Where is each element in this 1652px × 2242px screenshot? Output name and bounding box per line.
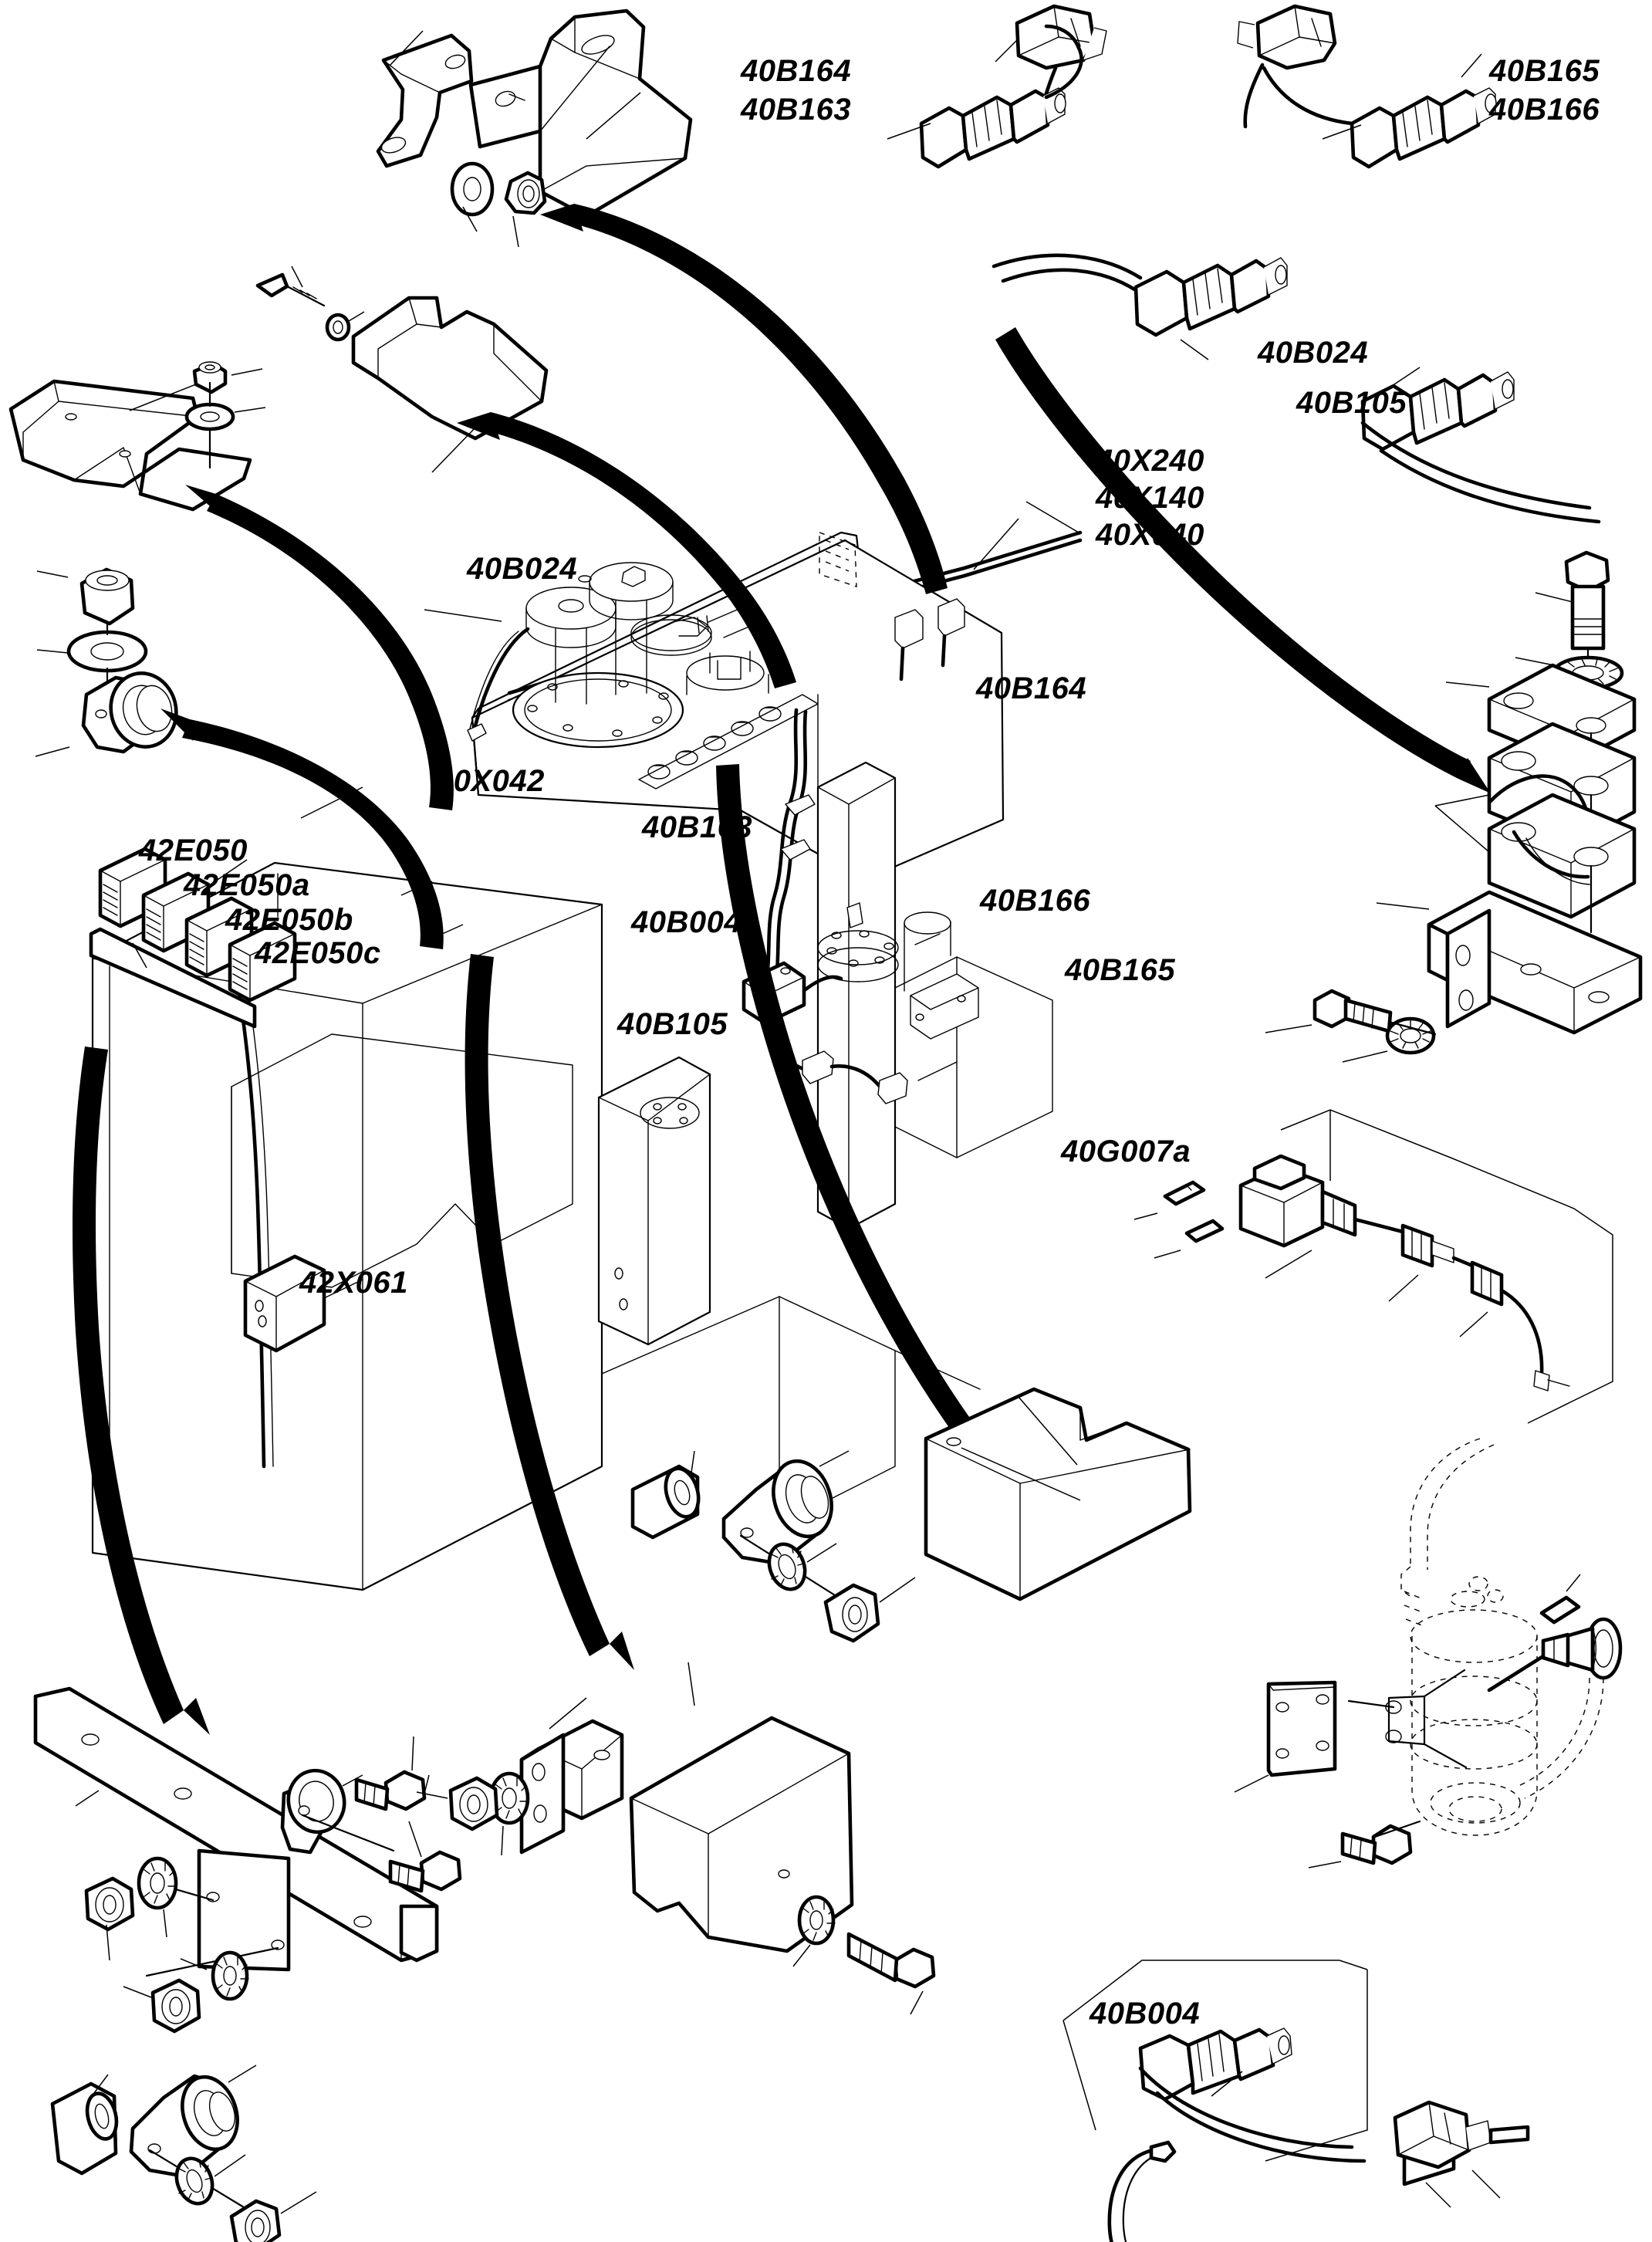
sensor-40B024-right	[992, 253, 1288, 360]
callout-40B164-mid: 40B164	[976, 671, 1087, 705]
callout-40G007a: 40G007a	[1061, 1135, 1191, 1168]
left-clamp-assembly	[35, 567, 178, 757]
callout-42E050c: 42E050c	[255, 936, 381, 970]
bottom-center-assembly	[416, 1662, 936, 2015]
bottom-right-assembly	[1234, 1438, 1623, 1868]
callout-40B105-mid: 40B105	[617, 1007, 728, 1041]
callout-40X240: 40X240	[1096, 444, 1204, 478]
lock-nut	[504, 171, 547, 215]
callout-40B165-mid: 40B165	[1065, 953, 1176, 987]
callout-40B004-bottom: 40B004	[1090, 1997, 1201, 2031]
callout-40B163-mid: 40B163	[642, 810, 753, 844]
center-bottom-assembly	[630, 1387, 1192, 1643]
callout-40X140: 40X140	[1096, 481, 1204, 515]
callout-40B166-mid: 40B166	[980, 884, 1091, 918]
callout-42E050: 42E050	[139, 834, 248, 867]
upper-left-bracket-assembly	[255, 265, 549, 473]
assembly-arrows	[73, 204, 1491, 1735]
callout-40X042: 40X042	[436, 764, 545, 798]
callout-40B004-mid: 40B004	[631, 905, 742, 939]
callout-40B164-top: 40B164	[741, 54, 852, 88]
connector-assembly-40G007a	[1133, 1109, 1613, 1424]
callout-40X040: 40X040	[1096, 518, 1204, 552]
sensor-40B165-166	[1237, 4, 1497, 169]
relay-bank	[89, 786, 464, 1029]
callout-40B024-right: 40B024	[1258, 336, 1369, 370]
callout-40B165-top: 40B165	[1489, 54, 1600, 88]
right-clamp-assembly	[1265, 550, 1643, 1063]
callout-42E050a: 42E050a	[184, 868, 310, 902]
sensor-40B164-163	[887, 4, 1107, 169]
callout-40B163-top: 40B163	[741, 93, 852, 127]
main-machine-body	[89, 531, 1053, 1591]
callout-42E050b: 42E050b	[225, 903, 353, 937]
bottom-row-parts	[50, 2064, 1456, 2242]
bottom-sensor-40B004	[1062, 1960, 1530, 2199]
callout-42X061: 42X061	[299, 1266, 408, 1300]
bottom-left-assembly	[33, 1686, 462, 2034]
callout-40B166-top: 40B166	[1489, 93, 1600, 127]
washer	[450, 161, 495, 217]
callout-40B105-right: 40B105	[1296, 386, 1407, 420]
callout-40B024-tank: 40B024	[467, 552, 578, 586]
top-left-bracket-assembly	[376, 8, 693, 248]
sensor-40B105-right	[1360, 367, 1601, 524]
left-cover-assembly	[8, 361, 266, 512]
